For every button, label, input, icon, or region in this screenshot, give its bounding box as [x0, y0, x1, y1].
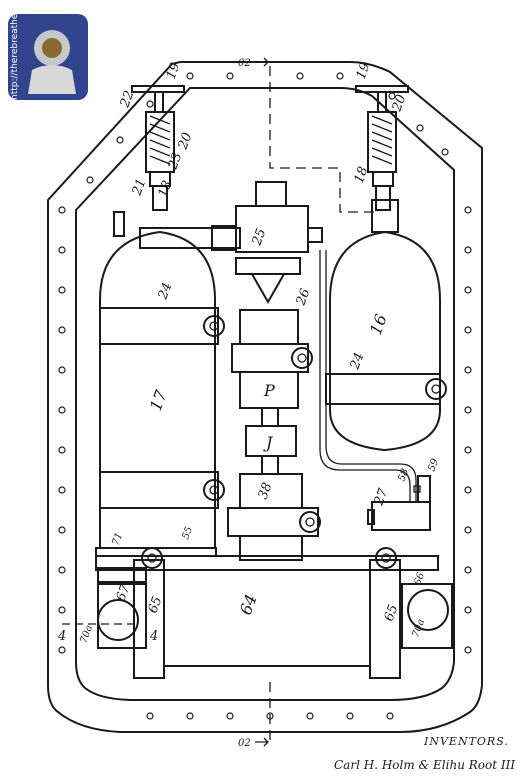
label-27: 27: [371, 486, 391, 508]
section-line-02: [269, 66, 378, 213]
rivet: [226, 72, 234, 80]
label-55: 55: [180, 525, 195, 541]
rivet: [58, 366, 66, 374]
inventor-names: Carl H. Holm & Elihu Root III: [334, 758, 516, 772]
rivet: [464, 326, 472, 334]
label-65-right: 65: [382, 603, 402, 624]
label-20-left: 20: [175, 131, 195, 153]
rivet: [441, 148, 449, 156]
hull-rivets: [58, 72, 472, 720]
rivet: [86, 176, 94, 184]
label-66: 66: [412, 571, 427, 587]
rivet: [346, 712, 354, 720]
rivet: [464, 366, 472, 374]
label-70a-left: 70a: [78, 624, 95, 645]
label-71: 71: [110, 531, 125, 547]
label-P: P: [263, 381, 275, 400]
label-65-left: 65: [146, 595, 166, 616]
rivet: [58, 206, 66, 214]
label-19-left: 19: [164, 61, 184, 82]
label-22: 22: [117, 89, 137, 111]
rivet: [58, 486, 66, 494]
rivet: [336, 72, 344, 80]
rivet: [464, 246, 472, 254]
rivet: [58, 326, 66, 334]
outer-hull: [47, 61, 483, 733]
label-20-right: 20: [389, 93, 409, 115]
label-64: 64: [236, 592, 261, 618]
label-24-left: 24: [155, 281, 175, 303]
rivet: [306, 712, 314, 720]
inventors-heading: INVENTORS.: [424, 735, 509, 748]
rivet: [464, 446, 472, 454]
label-4-right: 4: [149, 629, 158, 644]
rivet: [464, 286, 472, 294]
rivet: [416, 124, 424, 132]
lower-assembly-64: [95, 547, 453, 679]
right-cylinder-16: [325, 199, 447, 452]
rivet: [58, 606, 66, 614]
label-02-top: 02: [238, 58, 251, 69]
label-23: 23: [165, 151, 185, 173]
label-26: 26: [293, 287, 313, 309]
rivet: [58, 246, 66, 254]
label-59: 59: [426, 457, 441, 473]
right-valve-assembly: [355, 85, 409, 211]
label-J: J: [263, 433, 274, 452]
label-16: 16: [366, 312, 391, 338]
label-19-right: 19: [354, 61, 374, 82]
rivet: [464, 206, 472, 214]
label-17: 17: [146, 387, 171, 413]
rivet: [464, 606, 472, 614]
rivet: [58, 446, 66, 454]
logo-url[interactable]: http://therebreathersite.nl: [10, 14, 20, 100]
pipe-26: [319, 250, 417, 502]
rivet: [186, 712, 194, 720]
inner-hull: [75, 87, 455, 701]
canister-27: [367, 475, 431, 531]
label-4-left: 4: [57, 629, 66, 644]
label-70a-right: 70a: [410, 618, 427, 639]
rivet: [386, 712, 394, 720]
rivet: [146, 712, 154, 720]
label-18-left: 18: [156, 179, 176, 200]
rivet: [464, 526, 472, 534]
rivet: [146, 100, 154, 108]
rivet: [464, 486, 472, 494]
diver-helmet-icon: [28, 30, 76, 94]
rivet: [464, 646, 472, 654]
rivet: [464, 406, 472, 414]
rivet: [58, 286, 66, 294]
left-cylinder-17: [99, 211, 241, 549]
section-arrow-bottom: [255, 737, 269, 747]
label-58: 58: [396, 467, 411, 483]
label-21: 21: [129, 177, 149, 199]
label-24-right: 24: [347, 351, 367, 373]
rivet: [186, 72, 194, 80]
label-18-right: 18: [352, 165, 372, 186]
rivet: [116, 136, 124, 144]
rivet: [58, 406, 66, 414]
section-arrow-top: [255, 57, 269, 67]
label-25: 25: [249, 227, 269, 249]
site-logo[interactable]: http://therebreathersite.nl: [8, 14, 88, 100]
rivet: [226, 712, 234, 720]
label-02-bottom: 02: [238, 738, 251, 749]
rivet: [296, 72, 304, 80]
rivet: [58, 566, 66, 574]
label-38: 38: [256, 481, 276, 502]
label-67: 67: [114, 582, 134, 603]
rivet: [58, 646, 66, 654]
left-valve-assembly: [131, 85, 185, 211]
rivet: [58, 526, 66, 534]
pump-column: [211, 181, 323, 561]
rivet: [464, 566, 472, 574]
